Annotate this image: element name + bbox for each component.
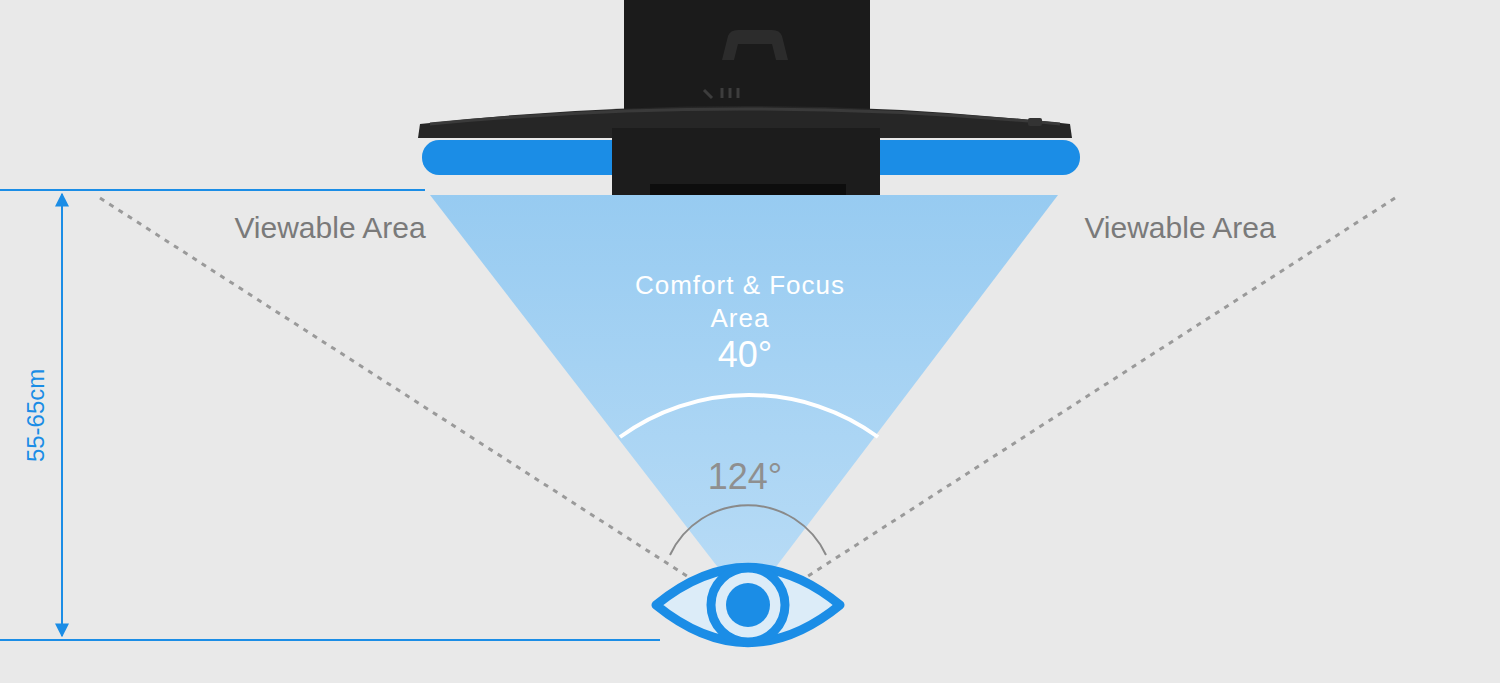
dimension-arrow <box>61 194 63 636</box>
dimension-line <box>0 189 425 191</box>
monitor-button <box>1028 118 1042 126</box>
stand-handle <box>722 30 788 60</box>
view-arc <box>670 505 826 555</box>
dimension-line <box>0 639 660 641</box>
area-label: Viewable Area <box>180 210 480 246</box>
dimension-label: 55-65cm <box>22 315 51 515</box>
focus-arc <box>620 395 878 437</box>
cone-shape <box>430 195 1058 605</box>
stand-slot <box>650 184 846 195</box>
comfort-cone: Comfort & Focus Area40° <box>430 195 1058 605</box>
eye-iris <box>711 568 785 642</box>
angle-label: 124° <box>675 455 815 498</box>
viewing-limit <box>805 198 1395 578</box>
eye-pupil <box>726 583 770 627</box>
angle-value: 40° <box>675 335 815 375</box>
viewing-limit <box>100 198 690 578</box>
eye-outline <box>656 568 840 643</box>
logo-mark <box>704 88 738 98</box>
cone-fill <box>430 195 1058 605</box>
monitor-edge <box>430 109 1060 124</box>
area-label: Viewable Area <box>1030 210 1330 246</box>
area-title: Comfort & Focus Area <box>620 269 860 335</box>
